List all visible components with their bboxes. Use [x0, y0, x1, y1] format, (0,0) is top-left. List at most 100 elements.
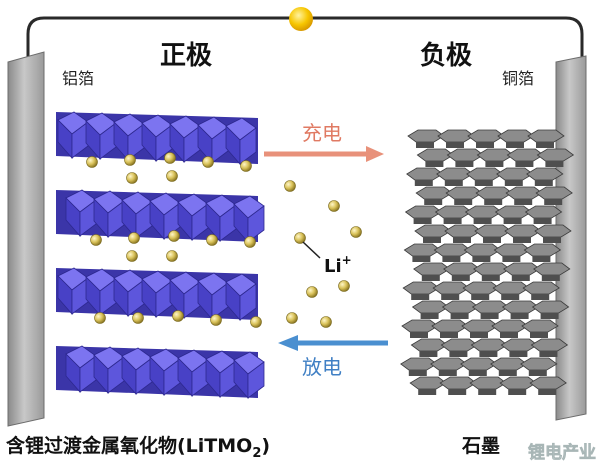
- graphite-tile: [527, 129, 565, 148]
- graphite-edge: [474, 180, 493, 186]
- graphite-edge: [449, 351, 468, 357]
- watermark: 锂电产业: [528, 442, 596, 463]
- graphite-tile: [463, 243, 502, 262]
- graphite-tile: [491, 319, 529, 338]
- octahedron-right: [219, 360, 237, 398]
- lithium-ion: [206, 234, 218, 246]
- graphite-tile: [503, 262, 541, 281]
- graphite-tile: [461, 319, 499, 338]
- graphite-edge: [503, 218, 522, 224]
- graphite-edge: [511, 275, 530, 281]
- graphite-top: [523, 243, 562, 257]
- graphite-tile: [414, 224, 452, 243]
- graphite-tile: [464, 205, 503, 224]
- lithium-ion: [294, 232, 306, 244]
- graphite-tile: [416, 148, 455, 167]
- graphite-tile: [529, 376, 567, 395]
- graphite-tile: [441, 300, 480, 319]
- graphite-edge: [538, 389, 557, 395]
- lithium-ion: [244, 236, 256, 248]
- charge-arrow: [264, 146, 384, 162]
- graphite-tile: [411, 300, 450, 319]
- graphite-edge: [501, 294, 520, 300]
- graphite-edge: [446, 142, 464, 148]
- aluminum-foil-label: 铝箔: [62, 69, 94, 88]
- graphite-edge: [536, 142, 554, 148]
- lithium-ion: [124, 154, 136, 166]
- lithium-ion: [240, 160, 252, 172]
- graphite-tile: [434, 205, 473, 224]
- graphite-edge: [508, 389, 527, 395]
- graphite-edge: [479, 351, 498, 357]
- octahedron-right: [239, 127, 257, 165]
- octahedron-right: [127, 279, 145, 317]
- graphite-edge: [423, 237, 441, 243]
- graphite-tile: [492, 281, 530, 300]
- graphite-edge: [534, 180, 553, 186]
- graphite-edge: [473, 218, 492, 224]
- graphite-tile: [534, 224, 572, 243]
- circuit-wire: [26, 16, 584, 62]
- graphite-edge: [506, 142, 524, 148]
- graphite-tile: [403, 243, 442, 262]
- graphite-tile: [432, 281, 470, 300]
- graphite-edge: [531, 294, 550, 300]
- graphite-edge: [443, 218, 462, 224]
- lithium-ion: [320, 316, 332, 328]
- graphite-edge: [448, 389, 467, 395]
- octahedron-right: [135, 201, 153, 239]
- octahedron-right: [79, 199, 97, 237]
- octahedron-right: [155, 280, 173, 318]
- graphite-edge: [413, 218, 432, 224]
- lithium-ion: [126, 172, 138, 184]
- octahedron-right: [155, 124, 173, 162]
- graphite-edge: [421, 275, 440, 281]
- positive-electrode-title: 正极: [160, 41, 213, 71]
- graphite-tile: [415, 186, 453, 205]
- graphite-tile: [504, 224, 542, 243]
- octahedron-right: [183, 125, 201, 163]
- graphite-tile: [440, 338, 479, 357]
- graphite-tile: [520, 357, 558, 376]
- graphite-edge: [544, 199, 563, 205]
- graphite-edge: [416, 142, 434, 148]
- octahedron-right: [71, 121, 89, 159]
- graphite-top: [521, 319, 559, 333]
- graphite-tile: [406, 167, 444, 186]
- cathode-caption: 含锂过渡金属氧化物(LiTMO2): [6, 434, 270, 461]
- lithium-ion: [86, 156, 98, 168]
- octahedron-right: [219, 204, 237, 242]
- graphite-edge: [532, 256, 551, 262]
- lithium-ion: [166, 250, 178, 262]
- graphite-tile: [462, 281, 500, 300]
- graphite-edge: [455, 161, 474, 167]
- graphite-edge: [480, 313, 499, 319]
- graphite-edge: [541, 275, 560, 281]
- graphite-tile: [531, 300, 570, 319]
- graphite-edge: [510, 313, 529, 319]
- lithium-ion: [90, 234, 102, 246]
- graphite-edge: [515, 161, 534, 167]
- octahedron-right: [163, 202, 181, 240]
- graphite-edge: [438, 370, 457, 376]
- graphite-edge: [442, 256, 461, 262]
- graphite-edge: [539, 351, 558, 357]
- ion-pointer-line: [302, 241, 321, 259]
- graphite-tile: [490, 357, 528, 376]
- octahedron-right: [79, 355, 97, 393]
- lithium-ion: [306, 286, 318, 298]
- graphite-edge: [412, 256, 431, 262]
- graphite-tile: [443, 262, 481, 281]
- lithium-ion: [168, 230, 180, 242]
- octahedron-right: [107, 356, 125, 394]
- octahedron-right: [71, 277, 89, 315]
- graphite-tile: [431, 319, 469, 338]
- graphite-edge: [411, 294, 430, 300]
- octahedron-right: [99, 278, 117, 316]
- lithium-ion: [94, 312, 106, 324]
- graphite-edge: [425, 161, 444, 167]
- graphite-edge: [476, 142, 494, 148]
- graphite-tile: [500, 338, 539, 357]
- octahedra-layer: [56, 345, 265, 400]
